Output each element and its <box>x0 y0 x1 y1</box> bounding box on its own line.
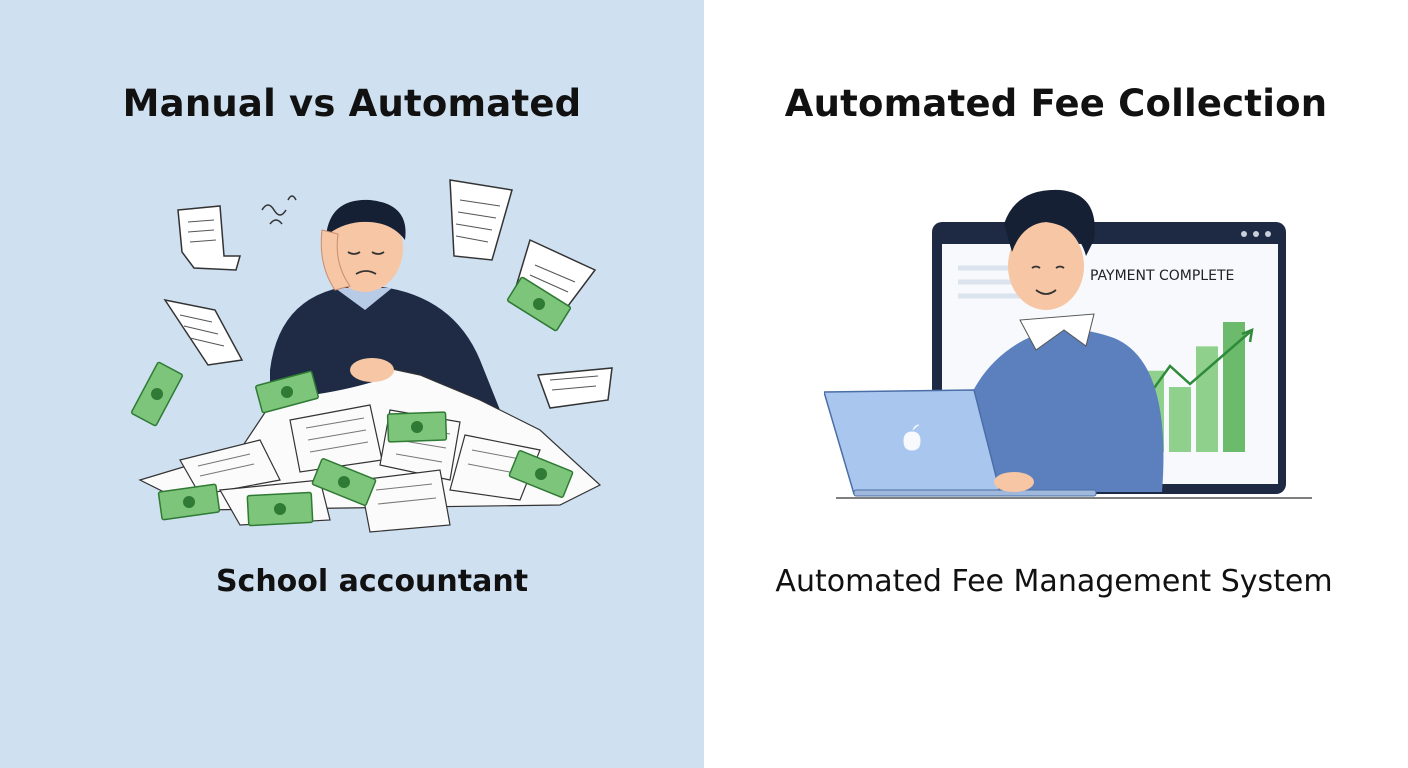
manual-caption: School accountant <box>215 564 529 599</box>
automated-panel: Automated Fee Collection PAYMENT COMPLET… <box>704 0 1408 768</box>
chart-bar <box>1223 322 1245 452</box>
manual-panel: Manual vs Automated <box>0 0 704 768</box>
apple-logo-icon <box>903 424 921 451</box>
trend-arrow-icon <box>1142 331 1251 403</box>
manual-title: Manual vs Automated <box>122 82 582 125</box>
accountant-head <box>327 204 403 292</box>
payment-status-text: PAYMENT COMPLETE <box>1090 268 1234 284</box>
dollar-sign-icon <box>151 298 547 515</box>
user-head <box>1008 222 1084 310</box>
user-body <box>953 329 1164 492</box>
dollar-bill <box>130 276 574 527</box>
automated-system-illustration: PAYMENT COMPLETE <box>824 189 1312 499</box>
chart-bar <box>1169 387 1191 452</box>
automated-caption: Automated Fee Management System <box>775 564 1333 599</box>
overwhelmed-accountant-illustration <box>130 179 613 533</box>
automated-title: Automated Fee Collection <box>784 82 1328 125</box>
paper-pile <box>138 359 602 533</box>
